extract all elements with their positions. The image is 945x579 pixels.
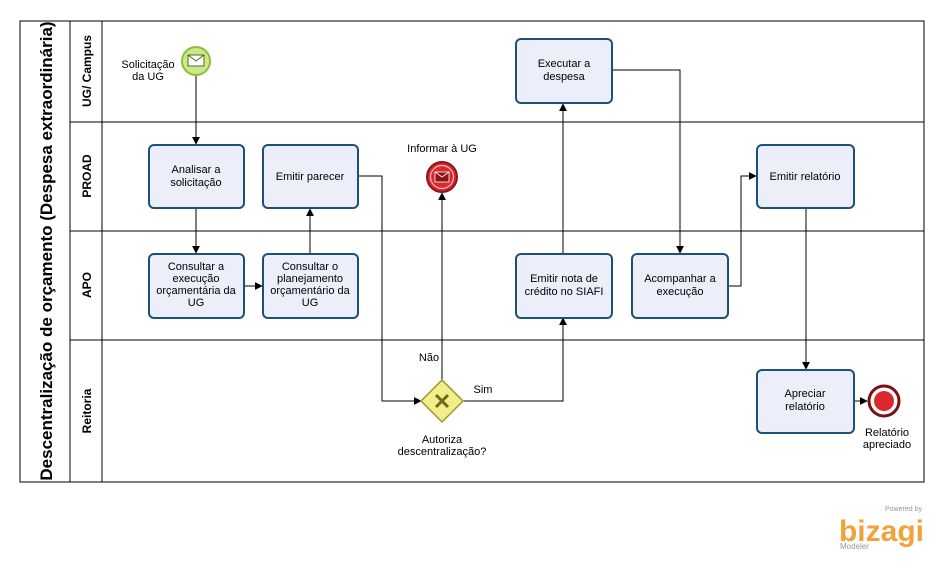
task-label: Emitir parecer bbox=[276, 171, 345, 183]
task-analisar-solicitacao[interactable]: Analisar a solicitação bbox=[148, 144, 245, 209]
start-event-label: da UG bbox=[132, 71, 164, 83]
exclusive-gateway[interactable] bbox=[419, 378, 465, 424]
task-label: execução bbox=[172, 273, 219, 285]
gateway-label: Autoriza bbox=[422, 434, 463, 446]
flow-acompanhar-to-relatorio bbox=[729, 172, 757, 287]
branding-logo: bizagi bbox=[839, 515, 924, 548]
task-emitir-nota-credito[interactable]: Emitir nota de crédito no SIAFI bbox=[515, 253, 613, 319]
task-label: orçamentária da bbox=[156, 285, 236, 297]
task-label: Consultar o bbox=[282, 261, 338, 273]
task-label: UG bbox=[188, 297, 205, 309]
task-apreciar-relatorio[interactable]: Apreciar relatório bbox=[756, 369, 855, 434]
branding-powered: Powered by bbox=[885, 506, 922, 513]
task-label: orçamentário da bbox=[270, 285, 350, 297]
flow-executar-to-acompanhar bbox=[612, 69, 684, 254]
task-emitir-parecer[interactable]: Emitir parecer bbox=[262, 144, 359, 209]
inform-event-label: Informar à UG bbox=[407, 143, 477, 155]
gateway-no-label: Não bbox=[419, 352, 439, 364]
gateway-yes-label: Sim bbox=[474, 384, 493, 396]
task-label: UG bbox=[302, 297, 319, 309]
start-event-label: Solicitação bbox=[121, 59, 174, 71]
task-label: Emitir relatório bbox=[770, 171, 841, 183]
task-label: Executar a bbox=[538, 58, 591, 70]
task-label: planejamento bbox=[277, 273, 343, 285]
branding-sub: Modeler bbox=[840, 542, 869, 551]
x-icon bbox=[434, 393, 450, 409]
start-message-event[interactable] bbox=[181, 46, 211, 76]
end-event-label: Relatório bbox=[865, 427, 909, 439]
task-label: Apreciar bbox=[785, 388, 826, 400]
flow-gateway-yes-to-nota bbox=[463, 317, 567, 402]
end-event-label: apreciado bbox=[863, 439, 911, 451]
bizagi-branding: Powered by bizagi Modeler bbox=[839, 506, 924, 551]
lane-title-apo: APO bbox=[80, 272, 94, 298]
pool-title: Descentralização de orçamento (Despesa e… bbox=[37, 21, 56, 480]
task-label: solicitação bbox=[170, 177, 221, 189]
flow-parecer-to-gateway bbox=[358, 175, 422, 405]
end-event[interactable] bbox=[867, 384, 901, 418]
task-consultar-execucao[interactable]: Consultar a execução orçamentária da UG bbox=[148, 253, 245, 319]
task-label: Consultar a bbox=[168, 261, 225, 273]
task-label: relatório bbox=[785, 401, 825, 413]
task-label: despesa bbox=[543, 71, 585, 83]
task-consultar-planejamento[interactable]: Consultar o planejamento orçamentário da… bbox=[262, 253, 359, 319]
task-label: execução bbox=[656, 286, 703, 298]
task-label: Acompanhar a bbox=[644, 273, 716, 285]
task-label: crédito no SIAFI bbox=[525, 286, 604, 298]
sequence-flows bbox=[192, 69, 868, 405]
task-label: Emitir nota de bbox=[530, 273, 598, 285]
inform-message-event[interactable] bbox=[426, 161, 458, 193]
lane-title-reitoria: Reitoria bbox=[80, 388, 94, 433]
gateway-label: descentralização? bbox=[398, 446, 487, 458]
lane-titles: UG/ Campus PROAD APO Reitoria bbox=[80, 35, 94, 434]
task-executar-despesa[interactable]: Executar a despesa bbox=[515, 38, 613, 104]
task-acompanhar-execucao[interactable]: Acompanhar a execução bbox=[631, 253, 729, 319]
task-emitir-relatorio[interactable]: Emitir relatório bbox=[756, 144, 855, 209]
task-label: Analisar a bbox=[172, 164, 222, 176]
lane-title-proad: PROAD bbox=[80, 154, 94, 198]
pool: Descentralização de orçamento (Despesa e… bbox=[19, 20, 925, 483]
lane-title-ug-campus: UG/ Campus bbox=[80, 35, 94, 107]
